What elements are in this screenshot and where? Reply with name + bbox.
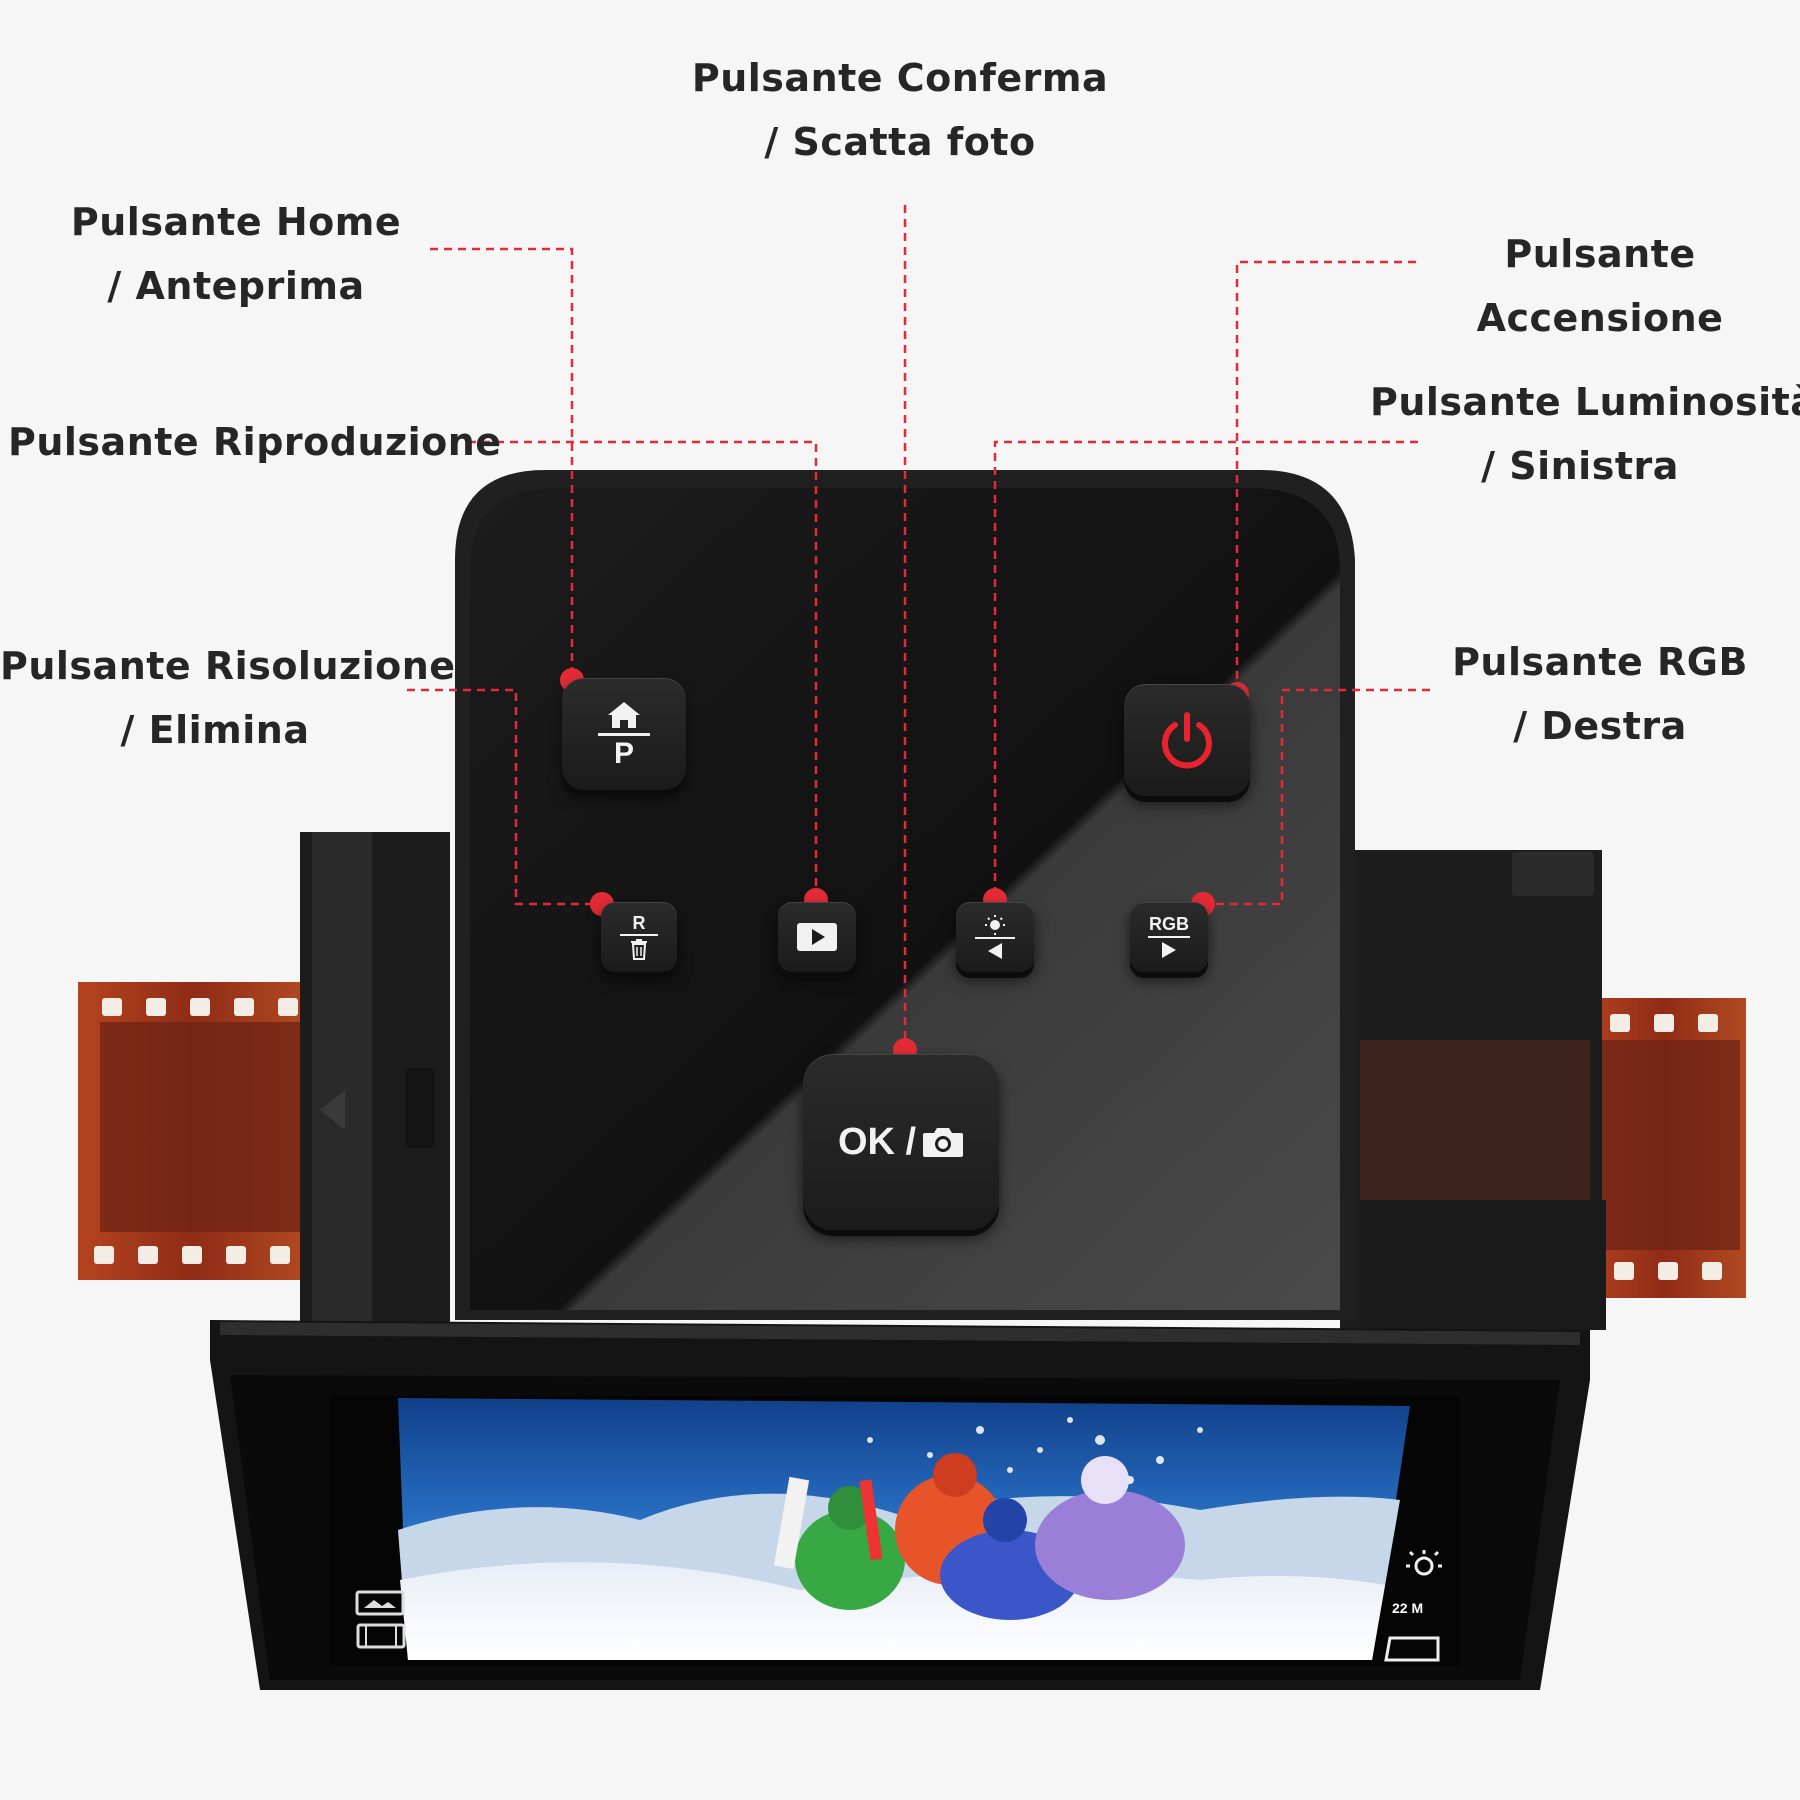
label-rgb: Pulsante RGB / Destra (1440, 630, 1760, 758)
photo-icon (355, 1590, 405, 1616)
rgb-right-button[interactable]: RGB (1130, 902, 1208, 972)
rgb-divider (1148, 936, 1190, 938)
leader-lines (407, 205, 1430, 1050)
resolution-readout: 22 M (1392, 1600, 1424, 1616)
label-home-line2: / Anteprima (107, 264, 365, 308)
ok-button-label: OK / (837, 1121, 917, 1163)
home-button[interactable]: P (562, 678, 686, 790)
label-resolution-line2: / Elimina (120, 708, 310, 752)
film-strip-right (1580, 998, 1746, 1298)
camera-icon (923, 1128, 964, 1157)
resolution-delete-button[interactable]: R (601, 902, 677, 972)
ok-capture-button[interactable]: OK / (803, 1054, 999, 1230)
label-home-line1: Pulsante Home (70, 200, 402, 244)
left-arrow-icon (988, 943, 1002, 959)
label-resolution: Pulsante Risoluzione / Elimina (0, 634, 456, 762)
label-power: Pulsante Accensione (1430, 222, 1770, 350)
lcd-right-icons (1384, 1550, 1442, 1662)
device-side-left (300, 832, 450, 1332)
resolution-button-letter: R (632, 913, 646, 933)
brightness-icon (985, 915, 1005, 935)
trash-icon (631, 939, 647, 960)
play-icon (797, 923, 837, 951)
label-rgb-line1: Pulsante RGB (1452, 640, 1748, 684)
home-button-letter: P (613, 736, 634, 770)
film-strip-left (78, 982, 310, 1280)
label-brightness-line1: Pulsante Luminosità (1370, 380, 1800, 424)
brightness-left-button[interactable] (956, 902, 1034, 972)
label-power-line1: Pulsante (1504, 232, 1696, 276)
power-icon (1162, 712, 1212, 769)
lcd-photo (398, 1398, 1410, 1660)
card-icon (1384, 1636, 1440, 1662)
home-icon (608, 701, 640, 728)
right-arrow-icon (1162, 942, 1176, 958)
brightness-icon (1406, 1550, 1442, 1576)
label-confirm: Pulsante Conferma / Scatta foto (640, 46, 1160, 174)
label-home: Pulsante Home / Anteprima (46, 190, 426, 318)
label-resolution-line1: Pulsante Risoluzione (0, 644, 456, 688)
power-button[interactable] (1124, 684, 1250, 796)
lcd-left-icons (355, 1590, 406, 1649)
resolution-divider (620, 934, 658, 936)
device-side-right (1340, 850, 1606, 1330)
label-playback: Pulsante Riproduzione (8, 410, 502, 474)
label-brightness: Pulsante Luminosità / Sinistra (1370, 370, 1800, 498)
home-divider (598, 732, 650, 736)
rgb-button-label: RGB (1149, 914, 1189, 934)
label-brightness-line2: / Sinistra (1481, 444, 1679, 488)
ok-button-content: OK / (838, 1123, 964, 1161)
label-confirm-line1: Pulsante Conferma (691, 56, 1109, 100)
playback-button[interactable] (778, 902, 856, 972)
label-rgb-line2: / Destra (1513, 704, 1687, 748)
label-power-line2: Accensione (1476, 296, 1724, 340)
brightness-divider (975, 937, 1015, 939)
label-playback-line1: Pulsante Riproduzione (8, 420, 502, 464)
label-confirm-line2: / Scatta foto (764, 120, 1036, 164)
film-icon (356, 1623, 406, 1649)
